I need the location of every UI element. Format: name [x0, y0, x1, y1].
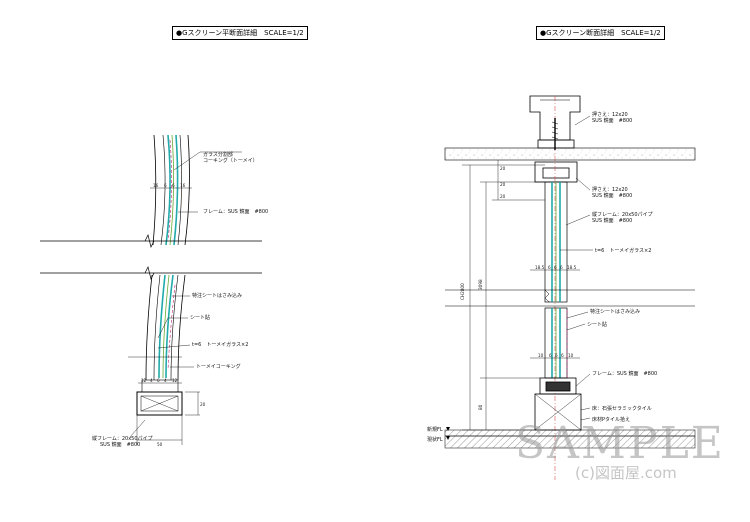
left-leader-lines	[129, 151, 242, 438]
left-dim-bottom-5: 12	[172, 378, 178, 383]
right-dim-inner: 3098	[478, 279, 483, 290]
right-label-vframe-2: SUS 鏡面 #800	[592, 217, 632, 224]
left-dim-bottom-1: 12	[141, 378, 147, 383]
watermark-copyright: (c)図面屋.com	[575, 464, 677, 482]
existing-fl-marker	[446, 436, 450, 440]
left-lower-glass	[145, 274, 186, 381]
left-label-glass-divide: ガラス分割部	[203, 151, 233, 158]
right-dim-bottom-5: 10	[568, 353, 574, 358]
right-label-sheet: シート貼	[587, 321, 607, 328]
left-dim-50: 50	[157, 442, 163, 447]
left-dim-20: 20	[200, 402, 206, 407]
right-dim-mid-5: 18.5	[567, 265, 577, 270]
watermark-sample: SAMPLE	[515, 418, 725, 469]
left-label-glass: t=6 トーメイガラス×2	[192, 341, 248, 348]
left-dim-top-2: 6	[164, 183, 167, 188]
right-dim-80: 80	[478, 404, 483, 410]
right-dim-bottom-1: 10	[538, 353, 544, 358]
right-label-stop-top-2: SUS 鏡面 #800	[592, 117, 632, 124]
right-vertical-section: 20 20 20 CH2800 3098 80 18.5 6 6 6 18.5 …	[427, 95, 696, 480]
left-plan-section: 16 6 6 16 12 4 6 4 12 50 20 ガラス分割部 コ	[40, 134, 268, 448]
left-dim-bottom-3: 6	[157, 378, 160, 383]
right-detail-title: ●Gスクリーン断面詳細 SCALE=1/2	[536, 26, 665, 40]
right-dim-bottom-4: 6	[561, 353, 564, 358]
left-label-vframe-1: 縦フレーム：20x50パイプ	[92, 435, 153, 442]
left-label-clear-caulking: トーメイコーキング	[196, 363, 241, 370]
left-detail-title: ●Gスクリーン平断面詳細 SCALE=1/2	[172, 26, 308, 40]
left-label-vframe-2: SUS 鏡面 #800	[100, 441, 140, 448]
right-lower-glass	[544, 307, 568, 379]
right-label-stop-mid-1: 押さえ：12x20	[592, 186, 628, 193]
left-dim-top-4: 16	[180, 183, 186, 188]
right-dim-mid-1: 18.5	[535, 265, 545, 270]
left-label-caulking: コーキング（トーメイ）	[203, 157, 258, 164]
right-dim-ch: CH2800	[460, 283, 465, 300]
ceiling-slab	[444, 147, 696, 161]
left-dim-top-1: 16	[153, 183, 159, 188]
right-label-stop-top-1: 押さえ：12x20	[592, 111, 628, 118]
right-label-stop-mid-2: SUS 鏡面 #800	[592, 192, 632, 199]
right-dim-mid-4: 6	[560, 265, 563, 270]
right-dim-bottom-2: 6	[549, 353, 552, 358]
right-upper-glass	[544, 181, 568, 303]
right-dimension-lines	[462, 160, 580, 431]
right-dim-mid-2: 6	[548, 265, 551, 270]
right-dim-mid-3: 6	[554, 265, 557, 270]
left-label-frame: フレーム：SUS 鏡面 #800	[203, 208, 268, 215]
left-label-special-sheet: 特注シートはさみ込み	[192, 292, 242, 299]
new-fl-marker	[446, 427, 450, 431]
right-label-special-sheet: 特注シートはさみ込み	[590, 308, 640, 315]
right-dim-20a: 20	[500, 166, 506, 171]
left-dim-top-3: 6	[172, 183, 175, 188]
right-label-frame: フレーム：SUS 鏡面 #800	[592, 370, 657, 377]
left-dim-bottom-4: 4	[164, 378, 167, 383]
right-dim-bottom-3: 6	[555, 353, 558, 358]
right-dim-20b: 20	[500, 182, 506, 187]
left-label-sheet: シート貼	[190, 314, 210, 321]
right-label-floor-1: 床：石張セラミックタイル	[592, 405, 652, 412]
right-label-floor-2: 床材Pタイル拾え	[592, 416, 630, 423]
right-leader-lines	[560, 115, 593, 421]
right-label-new-fl: 新規FL	[427, 426, 443, 433]
left-dim-bottom-2: 4	[150, 378, 153, 383]
left-dimension-lines	[128, 187, 200, 445]
bottom-frame	[534, 377, 582, 431]
left-upper-glass	[152, 134, 190, 246]
right-dim-20c: 20	[500, 194, 506, 199]
right-label-vframe-1: 縦フレーム：20x50パイプ	[592, 211, 653, 218]
right-label-existing-fl: 現状FL	[427, 436, 443, 443]
floor-slab	[444, 435, 696, 449]
right-label-glass: t=6 トーメイガラス×2	[595, 247, 651, 254]
